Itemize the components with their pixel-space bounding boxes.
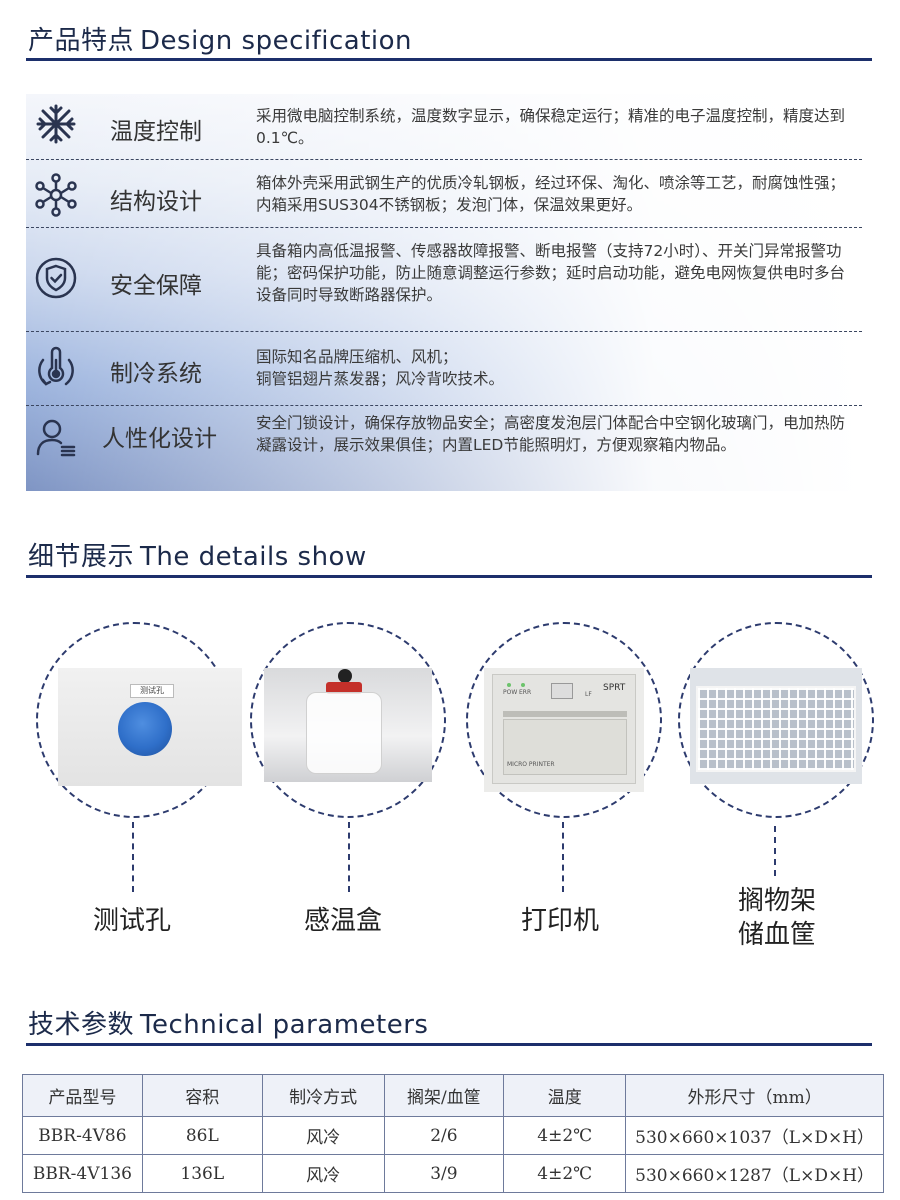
- detail-label-sensor-box: 感温盒: [303, 906, 382, 936]
- tech-title-rule: [26, 1043, 872, 1046]
- molecule-icon: [34, 173, 78, 217]
- printer-feed-label: LF: [585, 691, 592, 698]
- feature-name: 温度控制: [110, 119, 202, 145]
- table-cell: 4±2℃: [503, 1154, 627, 1193]
- printer-model: MICRO PRINTER: [507, 761, 555, 768]
- detail-connector: [562, 822, 564, 892]
- table-header: 搁架/血筐: [383, 1074, 505, 1117]
- design-title-en: Design specification: [140, 26, 413, 56]
- feature-name: 制冷系统: [110, 361, 202, 387]
- feature-row-safety: 安全保障 具备箱内高低温报警、传感器故障报警、断电报警（支持72小时）、开关门异…: [26, 228, 862, 332]
- table-cell: 4±2℃: [503, 1116, 627, 1155]
- printer-led-lights: [521, 683, 525, 687]
- feature-desc: 国际知名品牌压缩机、风机； 铜管铝翅片蒸发器；风冷背吹技术。: [256, 348, 505, 388]
- printer-door: [503, 719, 627, 775]
- table-header-row: 产品型号 容积 制冷方式 搁架/血筐 温度 外形尺寸（mm）: [22, 1074, 884, 1117]
- details-title-rule: [26, 575, 872, 578]
- tech-params-table: 产品型号 容积 制冷方式 搁架/血筐 温度 外形尺寸（mm） BBR-4V86 …: [22, 1074, 884, 1193]
- feature-desc: 具备箱内高低温报警、传感器故障报警、断电报警（支持72小时）、开关门异常报警功能…: [256, 242, 846, 304]
- table-cell: 86L: [141, 1116, 263, 1155]
- tech-title-cn: 技术参数: [28, 1010, 135, 1040]
- sensor-box-cap: [326, 682, 362, 694]
- table-cell: 风冷: [261, 1116, 385, 1155]
- table-cell: 530×660×1037（L×D×H）: [625, 1116, 884, 1155]
- detail-circle-sensor-box: [250, 622, 446, 818]
- details-title-en: The details show: [140, 542, 367, 572]
- tech-title-en: Technical parameters: [140, 1010, 429, 1040]
- details-title-cn: 细节展示: [28, 542, 135, 572]
- table-cell: 3/9: [383, 1154, 505, 1193]
- test-hole-tag: 测试孔: [130, 684, 174, 698]
- sensor-box-photo: [264, 668, 432, 782]
- printer-paper-slot: [503, 711, 627, 717]
- table-header: 外形尺寸（mm）: [625, 1074, 884, 1117]
- table-row: BBR-4V136 136L 风冷 3/9 4±2℃ 530×660×1287（…: [22, 1154, 884, 1193]
- printer-panel: POW ERR LF SPRT MICRO PRINTER: [492, 674, 636, 784]
- feature-desc: 安全门锁设计，确保存放物品安全；高密度发泡层门体配合中空钢化玻璃门，电加热防凝露…: [256, 414, 846, 454]
- sensor-box-body: [306, 692, 382, 774]
- table-cell: 风冷: [261, 1154, 385, 1193]
- printer-led-err: ERR: [519, 689, 532, 696]
- table-cell: BBR-4V86: [22, 1116, 143, 1155]
- feature-name: 人性化设计: [102, 426, 217, 452]
- design-title-rule: [26, 58, 872, 61]
- thermometer-cycle-icon: [34, 346, 78, 390]
- feature-desc: 箱体外壳采用武钢生产的优质冷轧钢板，经过环保、淘化、喷涂等工艺，耐腐蚀性强；内箱…: [256, 174, 846, 214]
- table-header: 制冷方式: [261, 1074, 385, 1117]
- detail-label-printer: 打印机: [520, 906, 599, 936]
- shelf-photo: [690, 668, 862, 784]
- table-cell: 530×660×1287（L×D×H）: [625, 1154, 884, 1193]
- printer-led-pow: POW: [503, 689, 518, 696]
- printer-brand: SPRT: [603, 683, 626, 693]
- feature-row-cooling: 制冷系统 国际知名品牌压缩机、风机； 铜管铝翅片蒸发器；风冷背吹技术。: [26, 332, 862, 406]
- detail-label-shelf: 搁物架 储血筐: [737, 886, 816, 950]
- feature-name: 安全保障: [110, 273, 202, 299]
- test-hole-plug: [118, 702, 172, 756]
- shield-check-icon: [34, 256, 78, 300]
- feature-row-humanized: 人性化设计 安全门锁设计，确保存放物品安全；高密度发泡层门体配合中空钢化玻璃门，…: [26, 406, 862, 491]
- sensor-box-knob: [338, 669, 352, 683]
- detail-circle-shelf: [678, 622, 874, 818]
- table-cell: BBR-4V136: [22, 1154, 143, 1193]
- snowflake-icon: [34, 102, 78, 146]
- feature-row-structure: 结构设计 箱体外壳采用武钢生产的优质冷轧钢板，经过环保、淘化、喷涂等工艺，耐腐蚀…: [26, 160, 862, 228]
- detail-connector: [774, 826, 776, 876]
- detail-connector: [132, 822, 134, 892]
- table-cell: 2/6: [383, 1116, 505, 1155]
- table-row: BBR-4V86 86L 风冷 2/6 4±2℃ 530×660×1037（L×…: [22, 1116, 884, 1155]
- table-cell: 136L: [141, 1154, 263, 1193]
- detail-circle-printer: [466, 622, 662, 818]
- shelf-wire-basket: [696, 686, 856, 772]
- test-hole-photo: 测试孔: [58, 668, 242, 786]
- person-icon: [34, 416, 78, 460]
- printer-feed-button: [551, 683, 573, 699]
- feature-desc: 采用微电脑控制系统，温度数字显示，确保稳定运行；精准的电子温度控制，精度达到0.…: [256, 107, 846, 147]
- table-header: 温度: [503, 1074, 627, 1117]
- features-background: [26, 94, 862, 491]
- feature-name: 结构设计: [110, 189, 202, 215]
- printer-photo: POW ERR LF SPRT MICRO PRINTER: [484, 668, 644, 792]
- table-header: 产品型号: [22, 1074, 143, 1117]
- design-title-cn: 产品特点: [28, 26, 135, 56]
- features-panel: 温度控制 采用微电脑控制系统，温度数字显示，确保稳定运行；精准的电子温度控制，精…: [26, 94, 862, 491]
- detail-connector: [348, 822, 350, 892]
- printer-led-lights: [507, 683, 511, 687]
- feature-row-temperature: 温度控制 采用微电脑控制系统，温度数字显示，确保稳定运行；精准的电子温度控制，精…: [26, 94, 862, 160]
- detail-label-test-hole: 测试孔: [92, 906, 171, 936]
- table-header: 容积: [141, 1074, 263, 1117]
